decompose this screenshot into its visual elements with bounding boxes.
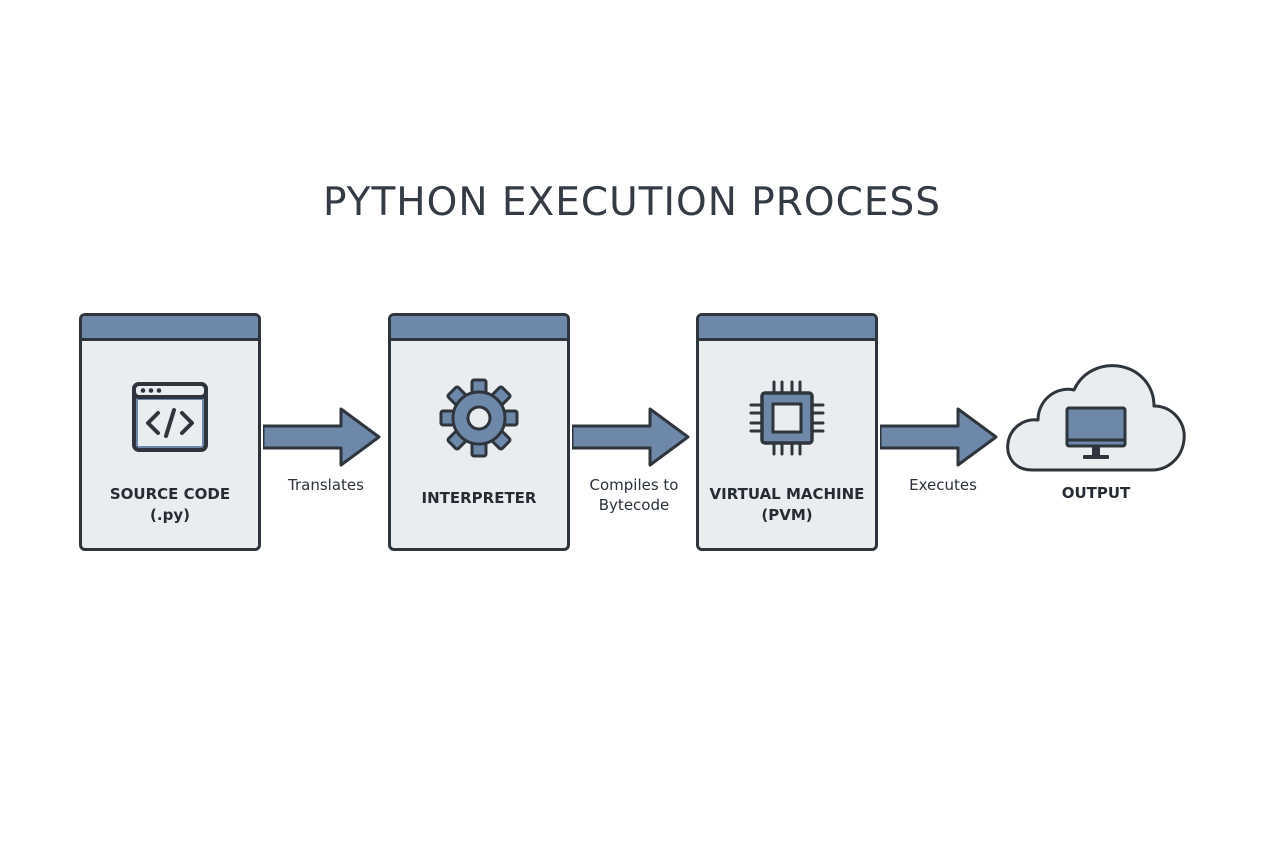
cloud-monitor-icon bbox=[1006, 364, 1186, 472]
box-header-bar bbox=[391, 316, 567, 341]
source-code-label-line2: (.py) bbox=[150, 506, 190, 524]
gear-icon bbox=[439, 378, 519, 458]
arrow-label-line1: Compiles to bbox=[589, 476, 679, 494]
cpu-chip-icon bbox=[749, 380, 825, 456]
code-window-icon bbox=[132, 382, 208, 452]
output-label: OUTPUT bbox=[1061, 484, 1131, 502]
virtual-machine-box: VIRTUAL MACHINE (PVM) bbox=[696, 313, 878, 551]
source-code-label: SOURCE CODE (.py) bbox=[82, 484, 258, 526]
interpreter-box: INTERPRETER bbox=[388, 313, 570, 551]
arrow-label-translates: Translates bbox=[261, 475, 391, 495]
arrow-label-line1: Translates bbox=[288, 476, 364, 494]
source-code-label-line1: SOURCE CODE bbox=[109, 485, 231, 503]
interpreter-label: INTERPRETER bbox=[391, 488, 567, 509]
diagram-title: PYTHON EXECUTION PROCESS bbox=[323, 180, 941, 225]
arrow-label-line2: Bytecode bbox=[598, 496, 670, 514]
arrow-executes bbox=[880, 407, 998, 467]
virtual-machine-label-line1: VIRTUAL MACHINE bbox=[709, 485, 865, 503]
arrow-label-executes: Executes bbox=[878, 475, 1008, 495]
arrow-compiles bbox=[572, 407, 690, 467]
arrow-label-compiles: Compiles to Bytecode bbox=[569, 475, 699, 515]
virtual-machine-label-line2: (PVM) bbox=[761, 506, 813, 524]
source-code-box: SOURCE CODE (.py) bbox=[79, 313, 261, 551]
box-header-bar bbox=[699, 316, 875, 341]
arrow-translates bbox=[263, 407, 381, 467]
interpreter-label-line1: INTERPRETER bbox=[421, 489, 537, 507]
box-header-bar bbox=[82, 316, 258, 341]
arrow-label-line1: Executes bbox=[909, 476, 977, 494]
virtual-machine-label: VIRTUAL MACHINE (PVM) bbox=[699, 484, 875, 526]
